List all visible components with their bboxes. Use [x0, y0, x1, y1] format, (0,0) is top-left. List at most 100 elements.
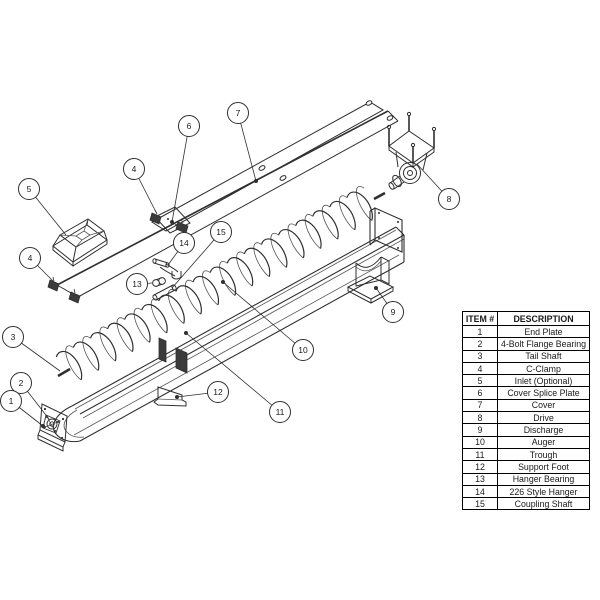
table-cell: 4: [462, 361, 498, 376]
leader-dot: [170, 220, 174, 224]
trough-part: [52, 207, 405, 443]
tail-shaft-part: [57, 367, 71, 378]
callout-number: 14: [179, 238, 189, 248]
table-cell: 2: [462, 337, 498, 351]
callout-circle: [438, 188, 460, 210]
callout-13: 13: [126, 273, 148, 295]
leader-line: [171, 125, 190, 223]
callout-1: 1: [0, 390, 22, 412]
table-cell: 12: [462, 460, 498, 474]
leader-dot: [374, 286, 378, 290]
trough-end-plate: [369, 207, 403, 253]
callout-4: 4: [123, 158, 145, 180]
callout-5: 5: [18, 178, 40, 200]
drive-part: [386, 111, 437, 190]
table-cell: 226 Style Hanger: [497, 484, 590, 499]
table-cell: Discharge: [497, 423, 590, 437]
callout-9: 9: [382, 301, 404, 323]
table-cell: Cover Splice Plate: [497, 386, 590, 400]
table-cell: Auger: [497, 435, 590, 449]
end-plate-part: [37, 403, 68, 452]
callout-7: 7: [227, 102, 249, 124]
callout-circle: [126, 273, 148, 295]
callout-12: 12: [207, 381, 229, 403]
callout-number: 15: [216, 227, 226, 237]
callout-6: 6: [178, 115, 200, 137]
callout-number: 3: [11, 332, 16, 342]
callout-number: 8: [447, 194, 452, 204]
callout-circle: [227, 102, 249, 124]
callout-circle: [207, 381, 229, 403]
c-clamp-part: [47, 276, 81, 304]
table-cell: Support Foot: [497, 460, 590, 474]
table-cell: Drive: [497, 411, 590, 425]
item-number-header: ITEM #: [462, 311, 498, 326]
callout-circle: [210, 221, 232, 243]
parts-table-header: ITEM # DESCRIPTION: [462, 311, 590, 326]
table-cell: 7: [462, 398, 498, 413]
callout-circle: [382, 301, 404, 323]
table-cell: 10: [462, 435, 498, 449]
callout-number: 11: [276, 407, 285, 417]
callout-circle: [178, 115, 200, 137]
description-header: DESCRIPTION: [497, 311, 590, 326]
callout-circle: [18, 178, 40, 200]
cover-latch-icon: [258, 100, 394, 181]
callout-circle: [19, 247, 41, 269]
leader-dot: [175, 395, 179, 399]
callout-number: 12: [213, 387, 223, 397]
table-cell: 1: [462, 324, 498, 339]
callout-circle: [0, 390, 22, 412]
table-cell: Inlet (Optional): [497, 374, 590, 388]
callout-8: 8: [438, 188, 460, 210]
callout-number: 2: [19, 378, 24, 388]
inlet-part: [52, 218, 108, 268]
callout-15: 15: [210, 221, 232, 243]
callout-14: 14: [173, 232, 195, 254]
leader-dot: [254, 179, 258, 183]
callout-circle: [269, 401, 291, 423]
table-cell: 8: [462, 411, 498, 425]
callout-number: 10: [298, 345, 308, 355]
leader-dot: [41, 424, 45, 428]
callout-circle: [2, 326, 24, 348]
cover-splice-plate-part: [154, 206, 191, 234]
table-cell: 13: [462, 472, 498, 486]
trough-bracket: [158, 337, 188, 374]
table-cell: End Plate: [497, 324, 590, 339]
callout-number: 7: [236, 108, 241, 118]
callout-3: 3: [2, 326, 24, 348]
table-cell: C-Clamp: [497, 361, 590, 376]
callout-circle: [10, 372, 32, 394]
table-cell: 15: [462, 497, 498, 511]
table-cell: 3: [462, 349, 498, 363]
callout-number: 6: [187, 121, 192, 131]
callout-number: 4: [132, 164, 137, 174]
callout-circle: [292, 339, 314, 361]
leader-dot: [184, 331, 188, 335]
callout-number: 9: [391, 307, 396, 317]
leader-line: [222, 281, 304, 351]
table-cell: 6: [462, 386, 498, 400]
table-cell: 4-Bolt Flange Bearing: [497, 337, 590, 351]
auger-drive-stub: [373, 191, 386, 201]
table-cell: Coupling Shaft: [497, 497, 590, 511]
table-cell: 14: [462, 484, 498, 499]
table-cell: 11: [462, 447, 498, 462]
